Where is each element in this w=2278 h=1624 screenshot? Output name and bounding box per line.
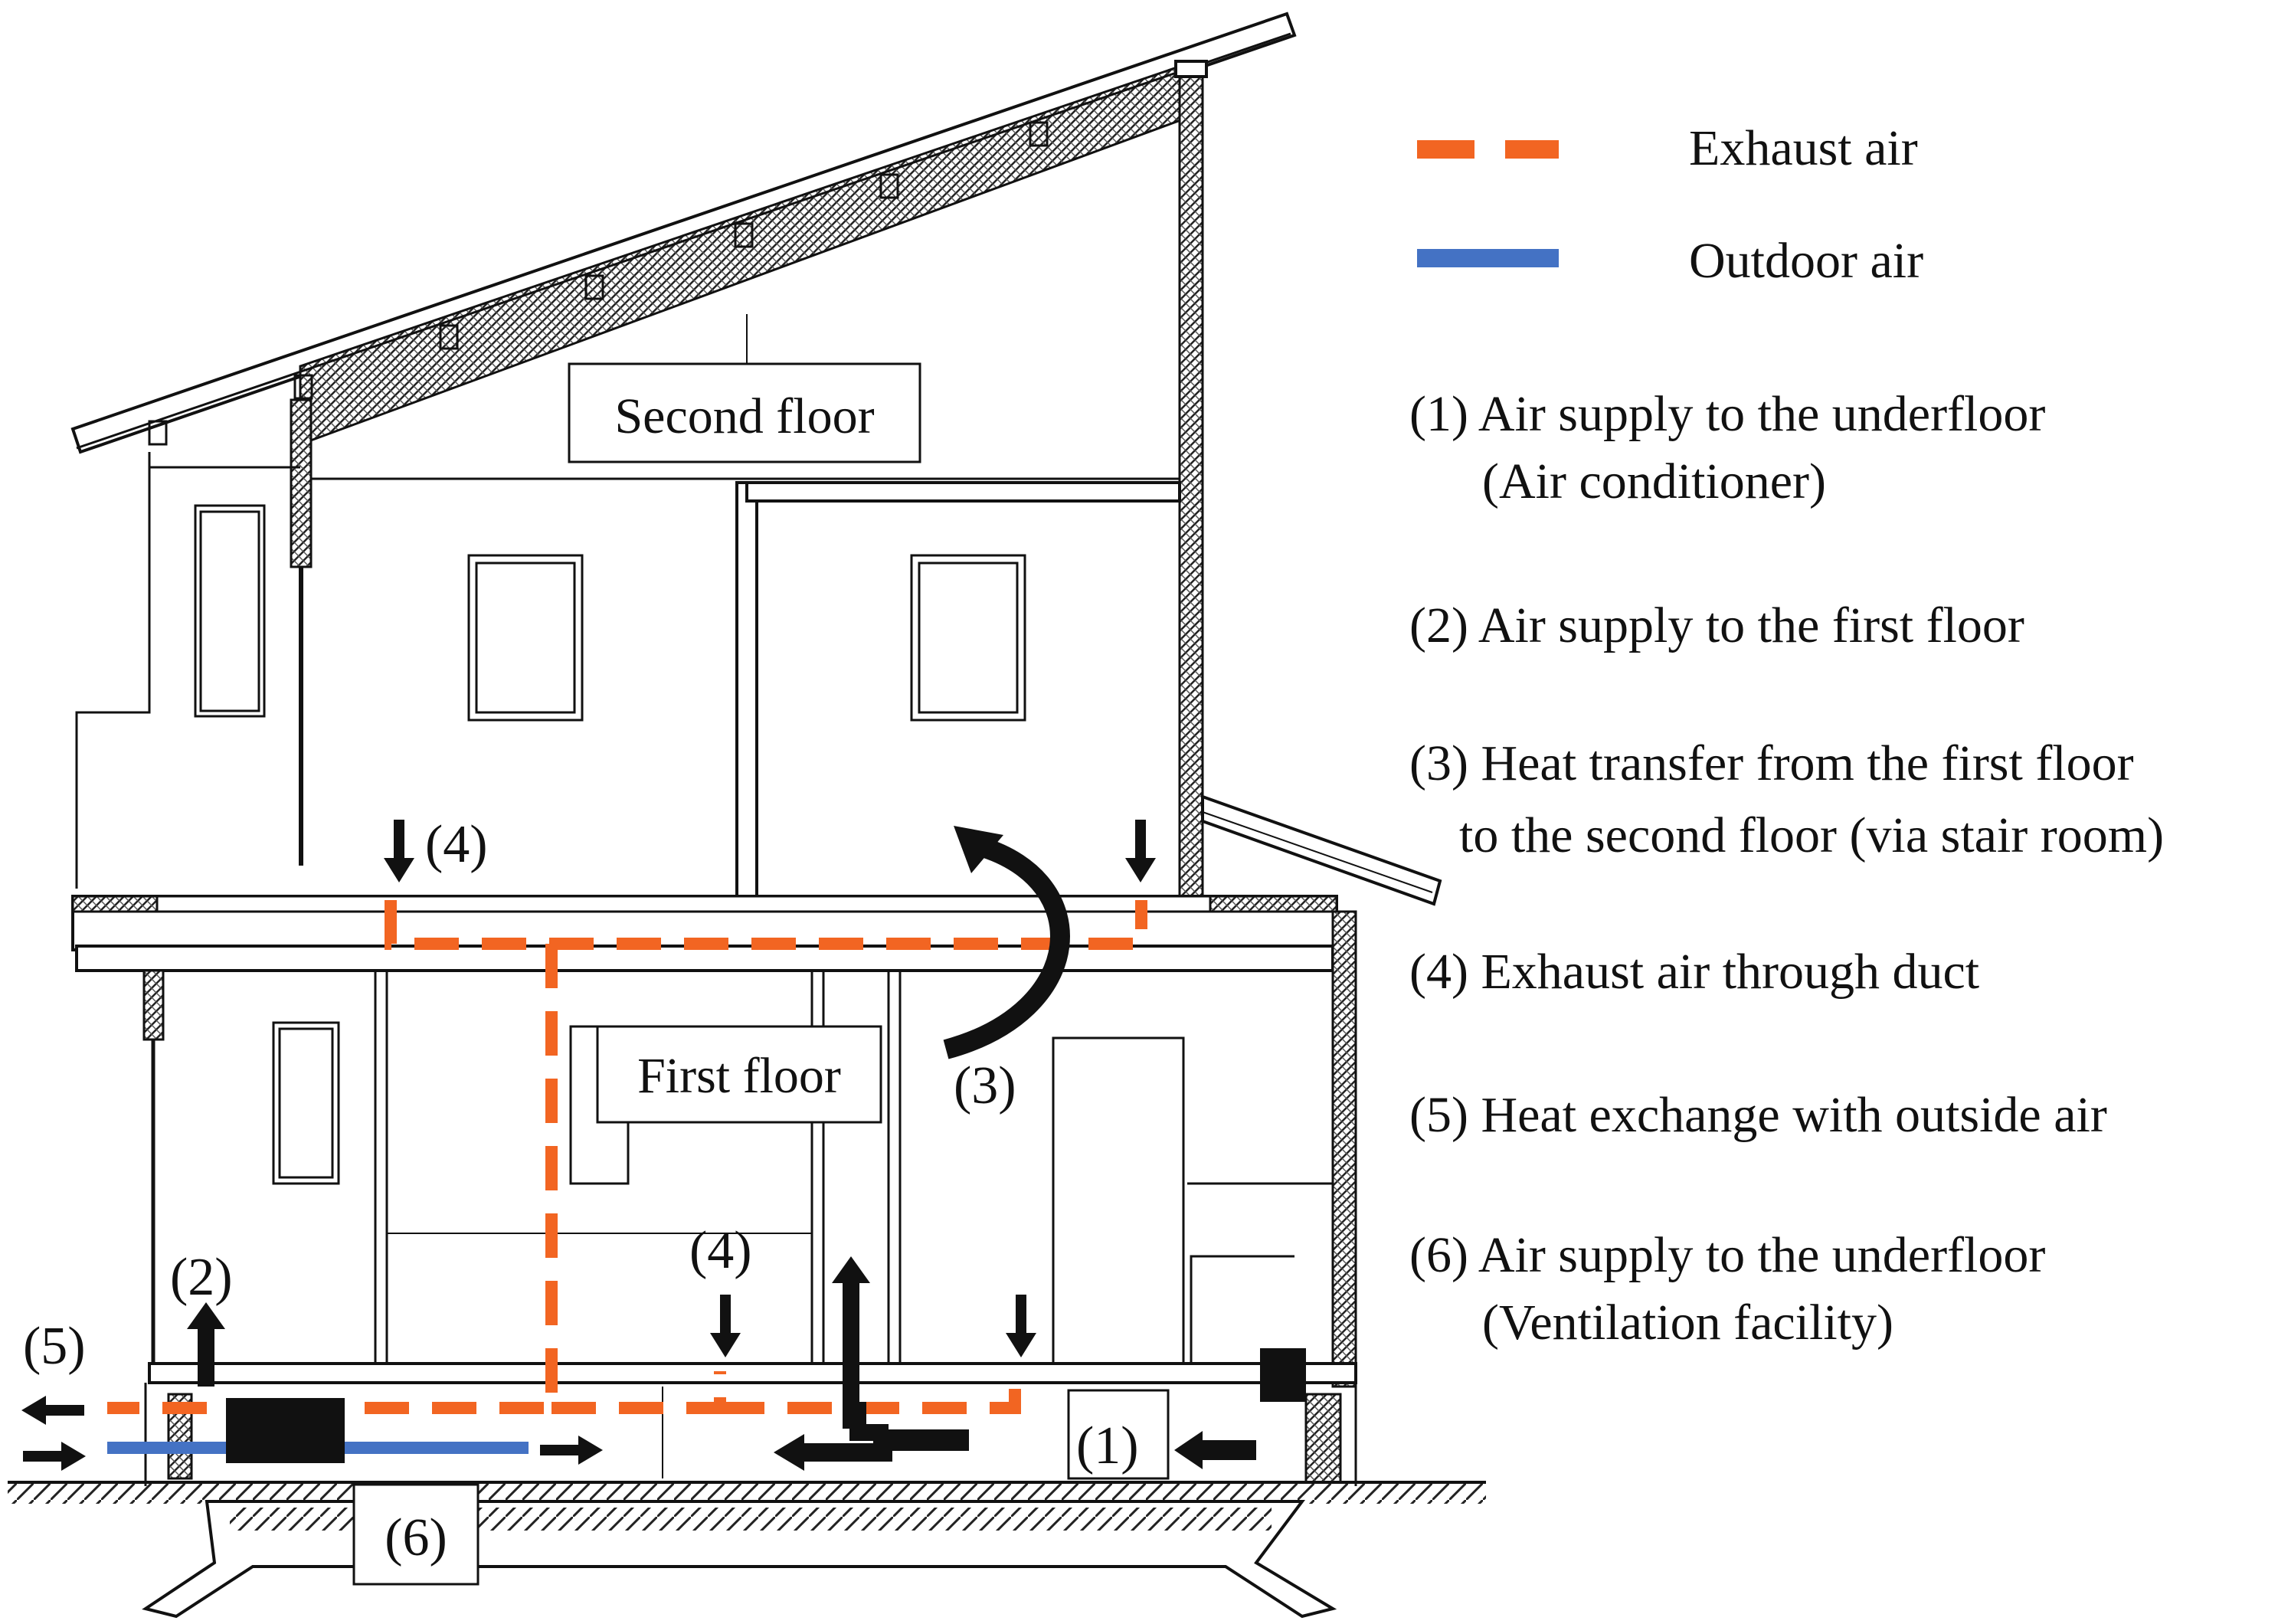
flow-arrows [21,820,1256,1471]
marker-6: (6) [385,1508,447,1567]
heat-exchanger-unit [226,1398,345,1463]
note-5-line1: (5) Heat exchange with outside air [1409,1087,2107,1143]
legend-outdoor-label: Outdoor air [1689,233,1923,289]
marker-1: (1) [1076,1416,1139,1475]
marker-5: (5) [23,1317,86,1376]
note-3-line1: (3) Heat transfer from the first floor [1409,735,2134,791]
note-6-line1: (6) Air supply to the underfloor [1409,1227,2045,1283]
marker-4-first-floor: (4) [689,1221,752,1280]
marker-2: (2) [170,1248,233,1307]
building-frame [8,60,1486,1619]
marker-3: (3) [954,1056,1016,1115]
exhaust-air-path [107,900,1147,1414]
note-3-line2: to the second floor (via stair room) [1459,807,2164,863]
second-floor-label-box: Second floor [568,362,921,463]
marker-6-box: (6) [352,1483,479,1586]
legend-exhaust-label: Exhaust air [1689,120,1918,176]
note-1-line2: (Air conditioner) [1482,453,1826,509]
marker-4-second-floor: (4) [425,815,488,874]
note-2-line1: (2) Air supply to the first floor [1409,598,2024,653]
stair-heat-transfer-arrow [943,826,1070,1059]
legend: Exhaust air Outdoor air [1417,120,1923,289]
roof [70,11,1297,454]
first-floor-label-box: First floor [596,1025,882,1124]
note-1-line1: (1) Air supply to the underfloor [1409,386,2045,442]
first-floor-label: First floor [637,1048,841,1104]
note-6-line2: (Ventilation facility) [1482,1295,1893,1351]
notes-list: (1) Air supply to the underfloor (Air co… [1409,386,2164,1351]
second-floor-label: Second floor [614,388,874,444]
note-4-line1: (4) Exhaust air through duct [1409,944,1979,1000]
